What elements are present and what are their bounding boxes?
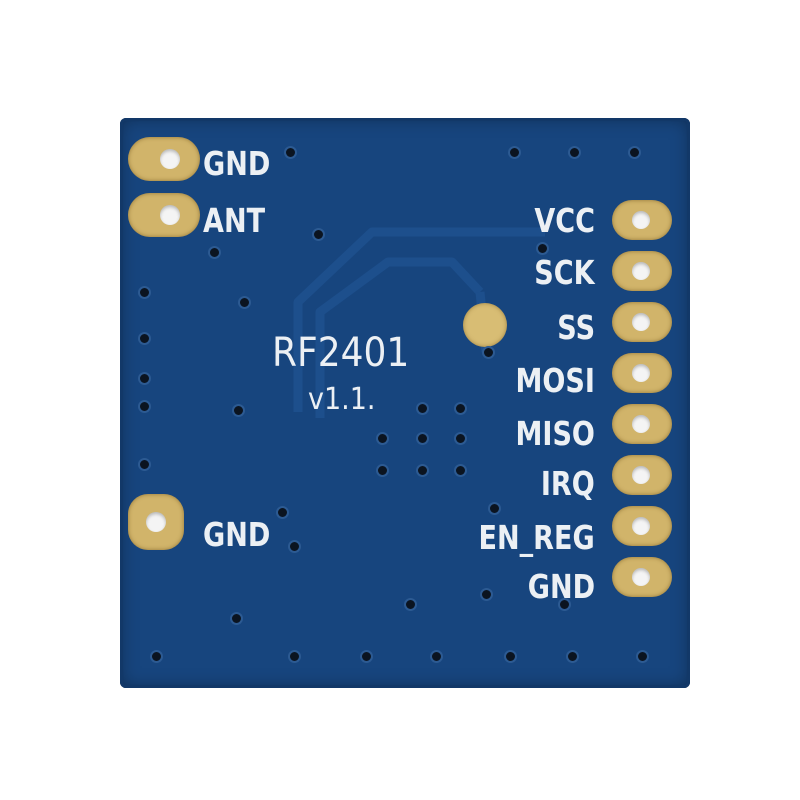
right-pad-vcc [612,200,672,240]
model-label: RF2401 [272,330,410,376]
via [454,464,467,477]
right-pad-ss [612,302,672,342]
right-pad-mosi [612,353,672,393]
via [360,650,373,663]
pad-hole [146,512,166,532]
pin-label-mosi: MOSI [515,361,595,400]
via [150,650,163,663]
pin-label-ss: SS [557,308,595,347]
via [566,650,579,663]
pad-hole [160,205,180,225]
pin-label-sck: SCK [534,253,595,292]
via [404,598,417,611]
pad-hole [632,517,650,535]
via [508,146,521,159]
via [558,598,571,611]
version-label: v1.1. [308,382,376,417]
via [208,246,221,259]
pin-label-ant: ANT [203,201,266,240]
via [628,146,641,159]
right-pad-sck [612,251,672,291]
via [138,400,151,413]
via [288,540,301,553]
via [288,650,301,663]
pin-label-gnd-bottom: GND [203,515,271,554]
via [276,506,289,519]
pin-label-vcc: VCC [534,201,595,240]
pad-hole [632,568,650,586]
via [376,464,389,477]
left-pad-gnd-bottom [128,494,184,550]
pad-hole [632,313,650,331]
pad-hole [632,466,650,484]
via [284,146,297,159]
via [138,332,151,345]
pad-hole [632,262,650,280]
right-pad-en-reg [612,506,672,546]
via [488,502,501,515]
via [454,402,467,415]
via [376,432,389,445]
left-pad-gnd-top [128,137,200,181]
right-pad-irq [612,455,672,495]
via [568,146,581,159]
test-pad [463,303,507,347]
via [454,432,467,445]
via [416,402,429,415]
board-edge [120,118,690,688]
via [230,612,243,625]
via [238,296,251,309]
via [138,372,151,385]
left-pad-ant [128,193,200,237]
via [138,286,151,299]
pin-label-miso: MISO [515,414,595,453]
pin-label-en-reg: EN_REG [478,518,595,557]
pin-label-irq: IRQ [541,464,595,503]
pad-hole [160,149,180,169]
rf-module-board [120,118,690,688]
via [232,404,245,417]
pad-hole [632,415,650,433]
via [138,458,151,471]
via [536,242,549,255]
pin-label-gnd-right: GND [527,567,595,606]
via [480,588,493,601]
via [312,228,325,241]
via [504,650,517,663]
via [430,650,443,663]
pad-hole [632,364,650,382]
via [482,346,495,359]
pin-label-gnd-top: GND [203,144,271,183]
right-pad-gnd [612,557,672,597]
via [416,432,429,445]
via [636,650,649,663]
via [416,464,429,477]
pad-hole [632,211,650,229]
right-pad-miso [612,404,672,444]
